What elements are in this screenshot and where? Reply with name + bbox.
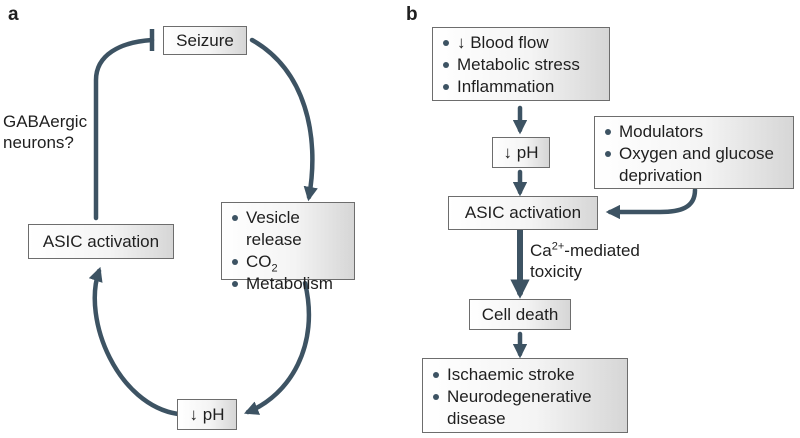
stress-blood-flow: ↓ Blood flow — [441, 32, 601, 54]
arrow-causes-to-ph — [243, 280, 312, 415]
causes-list: Vesicle release CO2 Metabolism — [230, 207, 346, 295]
calcium-toxicity-label: Ca2+-mediated toxicity — [530, 240, 675, 282]
panel-a-label: a — [8, 4, 19, 25]
toxicity-text: -mediated toxicity — [530, 241, 640, 281]
gabaergic-line: GABAergic — [3, 112, 88, 131]
asic-activation-box-b: ASIC activation — [448, 196, 598, 230]
cause-co2: CO2 — [230, 251, 346, 274]
gabaergic-neurons-label: GABAergic neurons? — [3, 111, 87, 153]
cell-death-label: Cell death — [481, 304, 559, 324]
ph-label-b: ↓ pH — [503, 142, 539, 162]
stresses-box: ↓ Blood flow Metabolic stress Inflammati… — [432, 27, 610, 101]
stress-metabolic: Metabolic stress — [441, 54, 601, 76]
panel-b-label: b — [406, 4, 418, 25]
modulator-ogd: Oxygen and glucose deprivation — [603, 143, 785, 187]
arrow-ph-to-asic — [88, 266, 181, 417]
cause-metabolism: Metabolism — [230, 273, 346, 295]
modulators-box: Modulators Oxygen and glucose deprivatio… — [594, 116, 794, 189]
causes-box: Vesicle release CO2 Metabolism — [221, 202, 355, 293]
stresses-list: ↓ Blood flow Metabolic stress Inflammati… — [441, 32, 601, 98]
seizure-box: Seizure — [163, 26, 247, 55]
seizure-label: Seizure — [176, 30, 234, 50]
ph-box-b: ↓ pH — [492, 137, 550, 168]
neurons-line: neurons? — [3, 133, 74, 152]
inhibition-asic-to-seizure — [93, 37, 155, 221]
stress-inflammation: Inflammation — [441, 76, 601, 98]
modulators-list: Modulators Oxygen and glucose deprivatio… — [603, 121, 785, 187]
asic-activation-box-a: ASIC activation — [28, 224, 174, 259]
cell-death-box: Cell death — [469, 299, 571, 330]
modulator-modulators: Modulators — [603, 121, 785, 143]
outcome-neurodegenerative-disease: Neurodegenerative disease — [431, 386, 619, 430]
asic-activation-label-a: ASIC activation — [42, 231, 160, 251]
cause-vesicle-release: Vesicle release — [230, 207, 346, 251]
arrow-seizure-to-causes — [249, 37, 318, 202]
arrow-modulators-to-asic — [605, 187, 698, 220]
outcomes-list: Ischaemic stroke Neurodegenerative disea… — [431, 364, 619, 430]
calcium-charge: 2+ — [551, 240, 565, 253]
calcium-symbol: Ca — [530, 241, 552, 260]
outcomes-box: Ischaemic stroke Neurodegenerative disea… — [422, 358, 628, 433]
asic-activation-label-b: ASIC activation — [464, 203, 582, 222]
ph-label-a: ↓ pH — [189, 404, 225, 424]
outcome-ischaemic-stroke: Ischaemic stroke — [431, 364, 619, 386]
ph-box-a: ↓ pH — [177, 399, 237, 430]
